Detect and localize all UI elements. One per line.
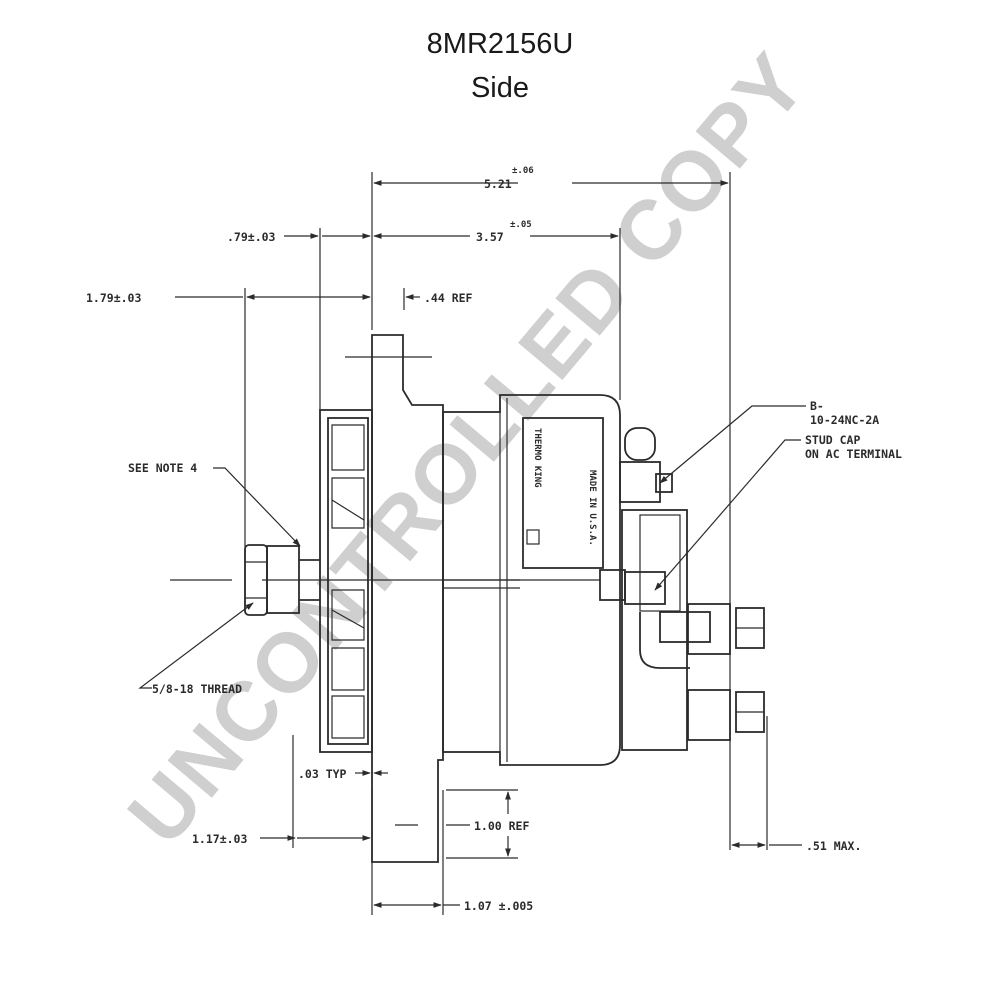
dimension-shaft-length: 1.79±.03 [86, 291, 371, 305]
dimension-flange-offset: .79±.03 [227, 230, 371, 244]
dimension-mount-107: 1.07 ±.005 [373, 899, 533, 913]
dimension-overall-length: 5.21 ±.06 [373, 166, 729, 191]
view-title: Side [470, 72, 530, 104]
part-number-title: 8MR2156U [426, 28, 574, 60]
svg-text:.03 TYP: .03 TYP [298, 767, 347, 781]
callout-b-terminal: B- 10-24NC-2A [659, 399, 879, 484]
svg-text:3.57: 3.57 [476, 230, 504, 244]
svg-text:1.00 REF: 1.00 REF [474, 819, 529, 833]
extension-lines [244, 172, 768, 915]
alternator-body [442, 394, 621, 766]
svg-text:1.79±.03: 1.79±.03 [86, 291, 141, 305]
callout-see-note-4: SEE NOTE 4 [128, 461, 301, 547]
svg-text:±.06: ±.06 [512, 166, 534, 176]
callout-thread: 5/8-18 THREAD [138, 602, 254, 696]
rear-terminal-assembly [599, 427, 765, 751]
svg-text:.44 REF: .44 REF [424, 291, 473, 305]
svg-text:STUD CAP: STUD CAP [805, 433, 860, 447]
svg-text:.51 MAX.: .51 MAX. [806, 839, 861, 853]
svg-text:MADE IN U.S.A.: MADE IN U.S.A. [587, 470, 597, 546]
uncontrolled-copy-watermark: UNCONTROLLED COPY [110, 35, 825, 861]
dimension-typ-03: .03 TYP [298, 767, 388, 781]
callout-stud-cap: STUD CAP ON AC TERMINAL [654, 433, 902, 591]
dimension-ref-44: .44 REF [403, 288, 473, 310]
nameplate: THERMO KING MADE IN U.S.A. [522, 417, 604, 569]
svg-text:1.07 ±.005: 1.07 ±.005 [464, 899, 533, 913]
svg-text:SEE NOTE 4: SEE NOTE 4 [128, 461, 197, 475]
svg-text:5/8-18 THREAD: 5/8-18 THREAD [152, 682, 242, 696]
shaft-nut [244, 544, 320, 616]
svg-text:ON AC TERMINAL: ON AC TERMINAL [805, 447, 902, 461]
svg-text:5.21: 5.21 [484, 177, 512, 191]
svg-text:10-24NC-2A: 10-24NC-2A [810, 413, 879, 427]
dimension-ref-100: 1.00 REF [395, 789, 529, 859]
dimension-max-51: .51 MAX. [731, 839, 861, 853]
svg-text:B-: B- [810, 399, 824, 413]
svg-text:UNCONTROLLED COPY: UNCONTROLLED COPY [110, 35, 825, 861]
dimension-body-length: 3.57 ±.05 [373, 220, 619, 244]
svg-text:THERMO KING: THERMO KING [532, 428, 542, 488]
svg-text:±.05: ±.05 [510, 220, 532, 230]
svg-text:.79±.03: .79±.03 [227, 230, 276, 244]
dimension-pulley-117: 1.17±.03 [192, 832, 371, 846]
svg-text:1.17±.03: 1.17±.03 [192, 832, 247, 846]
